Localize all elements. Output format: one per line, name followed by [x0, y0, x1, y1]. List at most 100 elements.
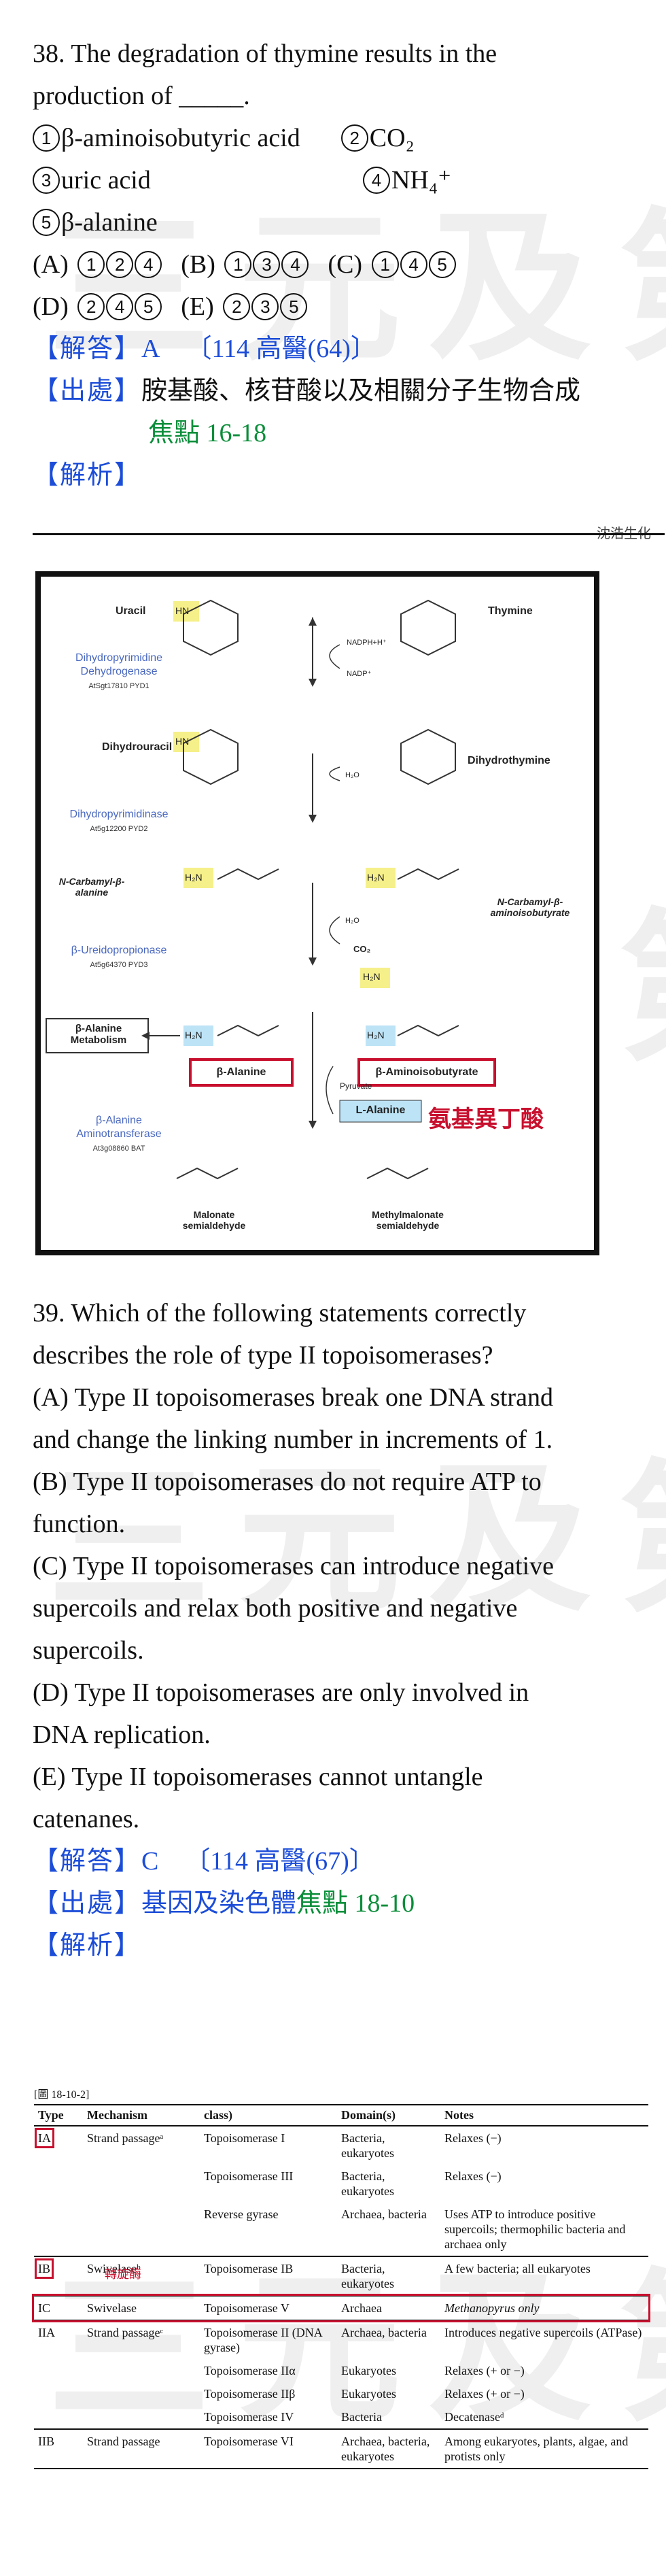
table-row-highlighted: IC Swivelase Topoisomerase V Archaea Met… — [32, 2294, 650, 2322]
header-class: class) — [200, 2104, 337, 2126]
class-cell: Topoisomerase I — [204, 2131, 285, 2145]
q39-line: catenanes. — [33, 1805, 140, 1833]
class-cell: Topoisomerase IB — [200, 2256, 337, 2296]
circled-number: 1 — [224, 251, 252, 278]
ring-dhu — [183, 728, 239, 785]
label-uracil: Uracil — [116, 605, 146, 617]
type-cell: IB — [35, 2258, 54, 2279]
l-alanine-box — [339, 1100, 422, 1123]
answer-value: C — [141, 1847, 159, 1876]
header-notes: Notes — [440, 2104, 648, 2126]
label-dihydrothymine: Dihydrothymine — [468, 755, 550, 766]
domain-cell: Bacteria, eukaryotes — [341, 2169, 394, 2198]
q38-focus: 焦點 16-18 — [148, 419, 267, 447]
type-cell — [34, 2382, 83, 2405]
highlight-h2n-bala — [183, 1026, 213, 1046]
diagram-svg — [46, 599, 496, 1180]
header-type: Type — [34, 2104, 83, 2126]
type-cell: IIA — [34, 2320, 83, 2359]
answer-value: A — [141, 335, 160, 363]
gene-id: At5g64370 PYD3 — [90, 961, 148, 969]
q39-answer-block: 【解答】C 〔114 高醫(67)〕 【出處】基因及染色體焦點 18-10 【解… — [33, 1840, 658, 1967]
enzyme-name: Dihydropyrimidine Dehydrogenase — [75, 652, 163, 677]
mechanism-cell — [83, 2382, 200, 2405]
question-39: 39. Which of the following statements co… — [33, 1292, 658, 1967]
table: Type Mechanism class) Domain(s) Notes IA… — [32, 2104, 650, 2469]
thymine-degradation-diagram: Uracil HN Thymine Dihydropyrimidine Dehy… — [35, 571, 599, 1255]
q39-line: supercoils and relax both positive and n… — [33, 1594, 518, 1623]
label-pyruvate: Pyruvate — [340, 1081, 372, 1091]
label-h2o-1: H₂O — [345, 771, 360, 779]
table-row: Topoisomerase III Bacteria, eukaryotes R… — [34, 2165, 648, 2203]
q38-stem: 38. The degradation of thymine results i… — [33, 33, 658, 117]
chain-baib — [397, 1024, 459, 1037]
circled-number: 5 — [280, 293, 308, 320]
label-h2n-1: H₂N — [185, 872, 203, 883]
mechanism-cell: Swivelase — [83, 2295, 200, 2320]
q39-line: describes the role of type II topoisomer… — [33, 1341, 493, 1370]
enzyme-name: β-Alanine Aminotransferase — [76, 1115, 162, 1140]
bala-metabolism-box — [46, 1018, 149, 1053]
circled-number: 5 — [428, 251, 456, 278]
label-co2: CO₂ — [353, 944, 371, 954]
q38-source: 【出處】胺基酸、核苷酸以及相關分子生物合成 — [33, 370, 666, 412]
q38-answer-block: 【解答】A 〔114 高醫(64)〕 【出處】胺基酸、核苷酸以及相關分子生物合成… — [33, 328, 666, 496]
separator-line — [33, 533, 665, 535]
label-methylmalonate: Methylmalonate semialdehyde — [372, 1209, 444, 1231]
q38-explain-tag: 【解析】 — [33, 461, 142, 490]
q39-source: 【出處】基因及染色體焦點 18-10 — [33, 1882, 658, 1925]
ring-uracil — [183, 599, 239, 656]
chain-malonate — [176, 1167, 239, 1180]
domain-cell: Bacteria, eukaryotes — [341, 2131, 394, 2160]
q39-option-C: (C) Type II topoisomerases can introduce… — [33, 1552, 554, 1580]
domain-cell: Archaea, bacteria — [337, 2320, 440, 2359]
circled-number: 1 — [371, 251, 399, 278]
choice-label: (B) — [181, 250, 215, 279]
q39-option-A: (A) Type II topoisomerases break one DNA… — [33, 1383, 553, 1412]
circled-number: 3 — [33, 167, 60, 194]
source-tag: 【出處】 — [33, 1889, 142, 1918]
arrow-1-head — [309, 679, 317, 687]
handwritten-note: 轉旋酶 — [105, 2267, 141, 2281]
option-text: NH₄⁺ — [391, 166, 452, 194]
circled-number: 4 — [135, 251, 162, 278]
header-mechanism: Mechanism — [83, 2104, 200, 2126]
domain-cell: Bacteria, eukaryotes — [337, 2256, 440, 2296]
type-cell: IIB — [34, 2428, 83, 2469]
circled-number: 5 — [135, 293, 162, 320]
q39-explain-tag: 【解析】 — [33, 1931, 142, 1960]
mechanism-cell: Strand passage — [83, 2428, 200, 2469]
q39-line: function. — [33, 1510, 126, 1538]
red-box-baib — [357, 1058, 496, 1087]
ring-thymine — [400, 599, 456, 656]
highlight-h2n-2 — [366, 868, 396, 888]
highlight-h2n-baib — [366, 1026, 396, 1046]
arrow-1-up — [309, 617, 317, 626]
table-header-row: Type Mechanism class) Domain(s) Notes — [34, 2104, 648, 2126]
choice-label: (D) — [33, 292, 69, 321]
gene-id: At5g12200 PYD2 — [90, 825, 148, 833]
choice-label: (C) — [328, 250, 363, 279]
table-row: Topoisomerase IIβ Eukaryotes Relaxes (+ … — [34, 2382, 648, 2405]
gene-id: At3g08860 BAT — [92, 1145, 145, 1153]
q39-option-D: (D) Type II topoisomerases are only invo… — [33, 1678, 529, 1707]
arrow-3-head — [309, 957, 317, 966]
notes-cell: Uses ATP to introduce positive supercoil… — [444, 2207, 626, 2251]
circled-number: 2 — [340, 124, 368, 152]
class-cell: Topoisomerase III — [204, 2169, 294, 2183]
label-bala-metabolism: β-Alanine Metabolism — [70, 1023, 127, 1046]
